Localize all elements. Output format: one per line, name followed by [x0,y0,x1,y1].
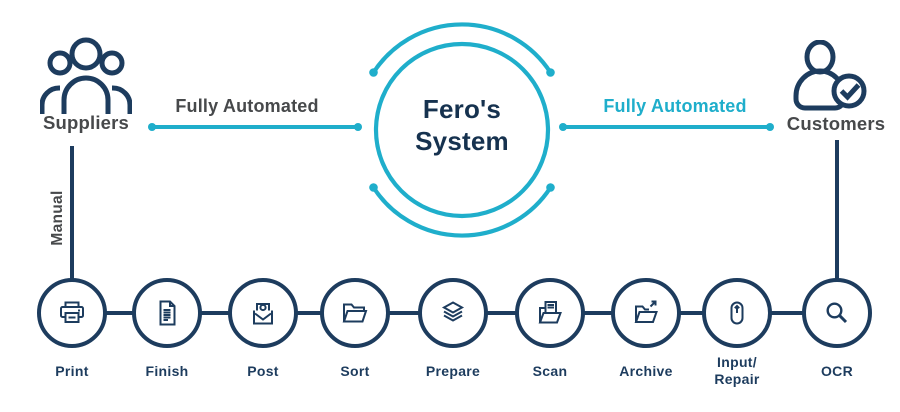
step-finish-circle [132,278,202,348]
person-check-icon [793,40,867,111]
customers-flow-line [835,140,839,279]
manual-flow-line [70,146,74,279]
step-post-label: Post [247,353,279,389]
mouse-icon [730,301,744,325]
step-label-text: OCR [820,362,853,379]
step-post: Post [218,278,308,389]
step-ocr-circle [802,278,872,348]
right-automated-line [563,125,770,129]
step-print-label: Print [55,353,88,389]
step-input-repair-label: Input/ Repair [714,353,759,389]
step-sort: Sort [310,278,400,389]
step-prepare-label: Prepare [426,353,480,389]
step-label-text: Finish [145,362,189,379]
step-print: Print [27,278,117,389]
right-line-end-dot [765,122,775,132]
magnifier-icon [826,302,848,324]
step-label-text: Post [247,362,279,379]
step-scan-circle [515,278,585,348]
system-title-line1: Fero's [422,94,502,124]
step-post-circle [228,278,298,348]
manual-label: Manual [49,190,66,246]
system-title: Fero's System [377,94,547,157]
step-print-circle [37,278,107,348]
layers-icon [441,301,465,322]
step-finish-label: Finish [145,353,188,389]
left-line-start-dot [147,122,157,132]
step-archive-circle [611,278,681,348]
folder-document-icon [538,301,562,324]
folder-arrow-icon [634,300,658,323]
people-group-icon [40,37,132,114]
step-prepare: Prepare [408,278,498,389]
step-input-repair: Input/ Repair [692,278,782,389]
envelope-stamp-icon [253,303,273,325]
right-fully-automated-label: Fully Automated [603,96,747,116]
system-circle-icon [369,22,555,238]
suppliers-label: Suppliers [42,112,130,133]
step-label-text: Prepare [425,362,481,379]
step-prepare-circle [418,278,488,348]
step-ocr-label: OCR [821,353,853,389]
printer-icon [60,301,84,323]
right-line-start-dot [558,122,568,132]
left-line-end-dot [353,122,363,132]
step-sort-label: Sort [340,353,369,389]
document-icon [159,300,176,326]
step-label-text: Archive [619,362,673,379]
step-label-text: Scan [532,362,568,379]
left-fully-automated-label: Fully Automated [175,96,319,116]
step-archive: Archive [601,278,691,389]
step-label-text: Sort [340,362,370,379]
step-input-repair-circle [702,278,772,348]
step-finish: Finish [122,278,212,389]
customers-label: Customers [786,113,886,134]
arc-end-dots [369,68,555,192]
step-scan: Scan [505,278,595,389]
step-label-text: Print [55,362,89,379]
system-title-line2: System [415,125,509,156]
open-folder-icon [342,303,368,323]
step-label-text-line2: Repair [714,371,760,387]
step-sort-circle [320,278,390,348]
step-archive-label: Archive [619,353,672,389]
step-label-text: Input/ [717,354,757,370]
step-ocr: OCR [792,278,882,389]
step-scan-label: Scan [533,353,568,389]
left-automated-line [152,125,358,129]
